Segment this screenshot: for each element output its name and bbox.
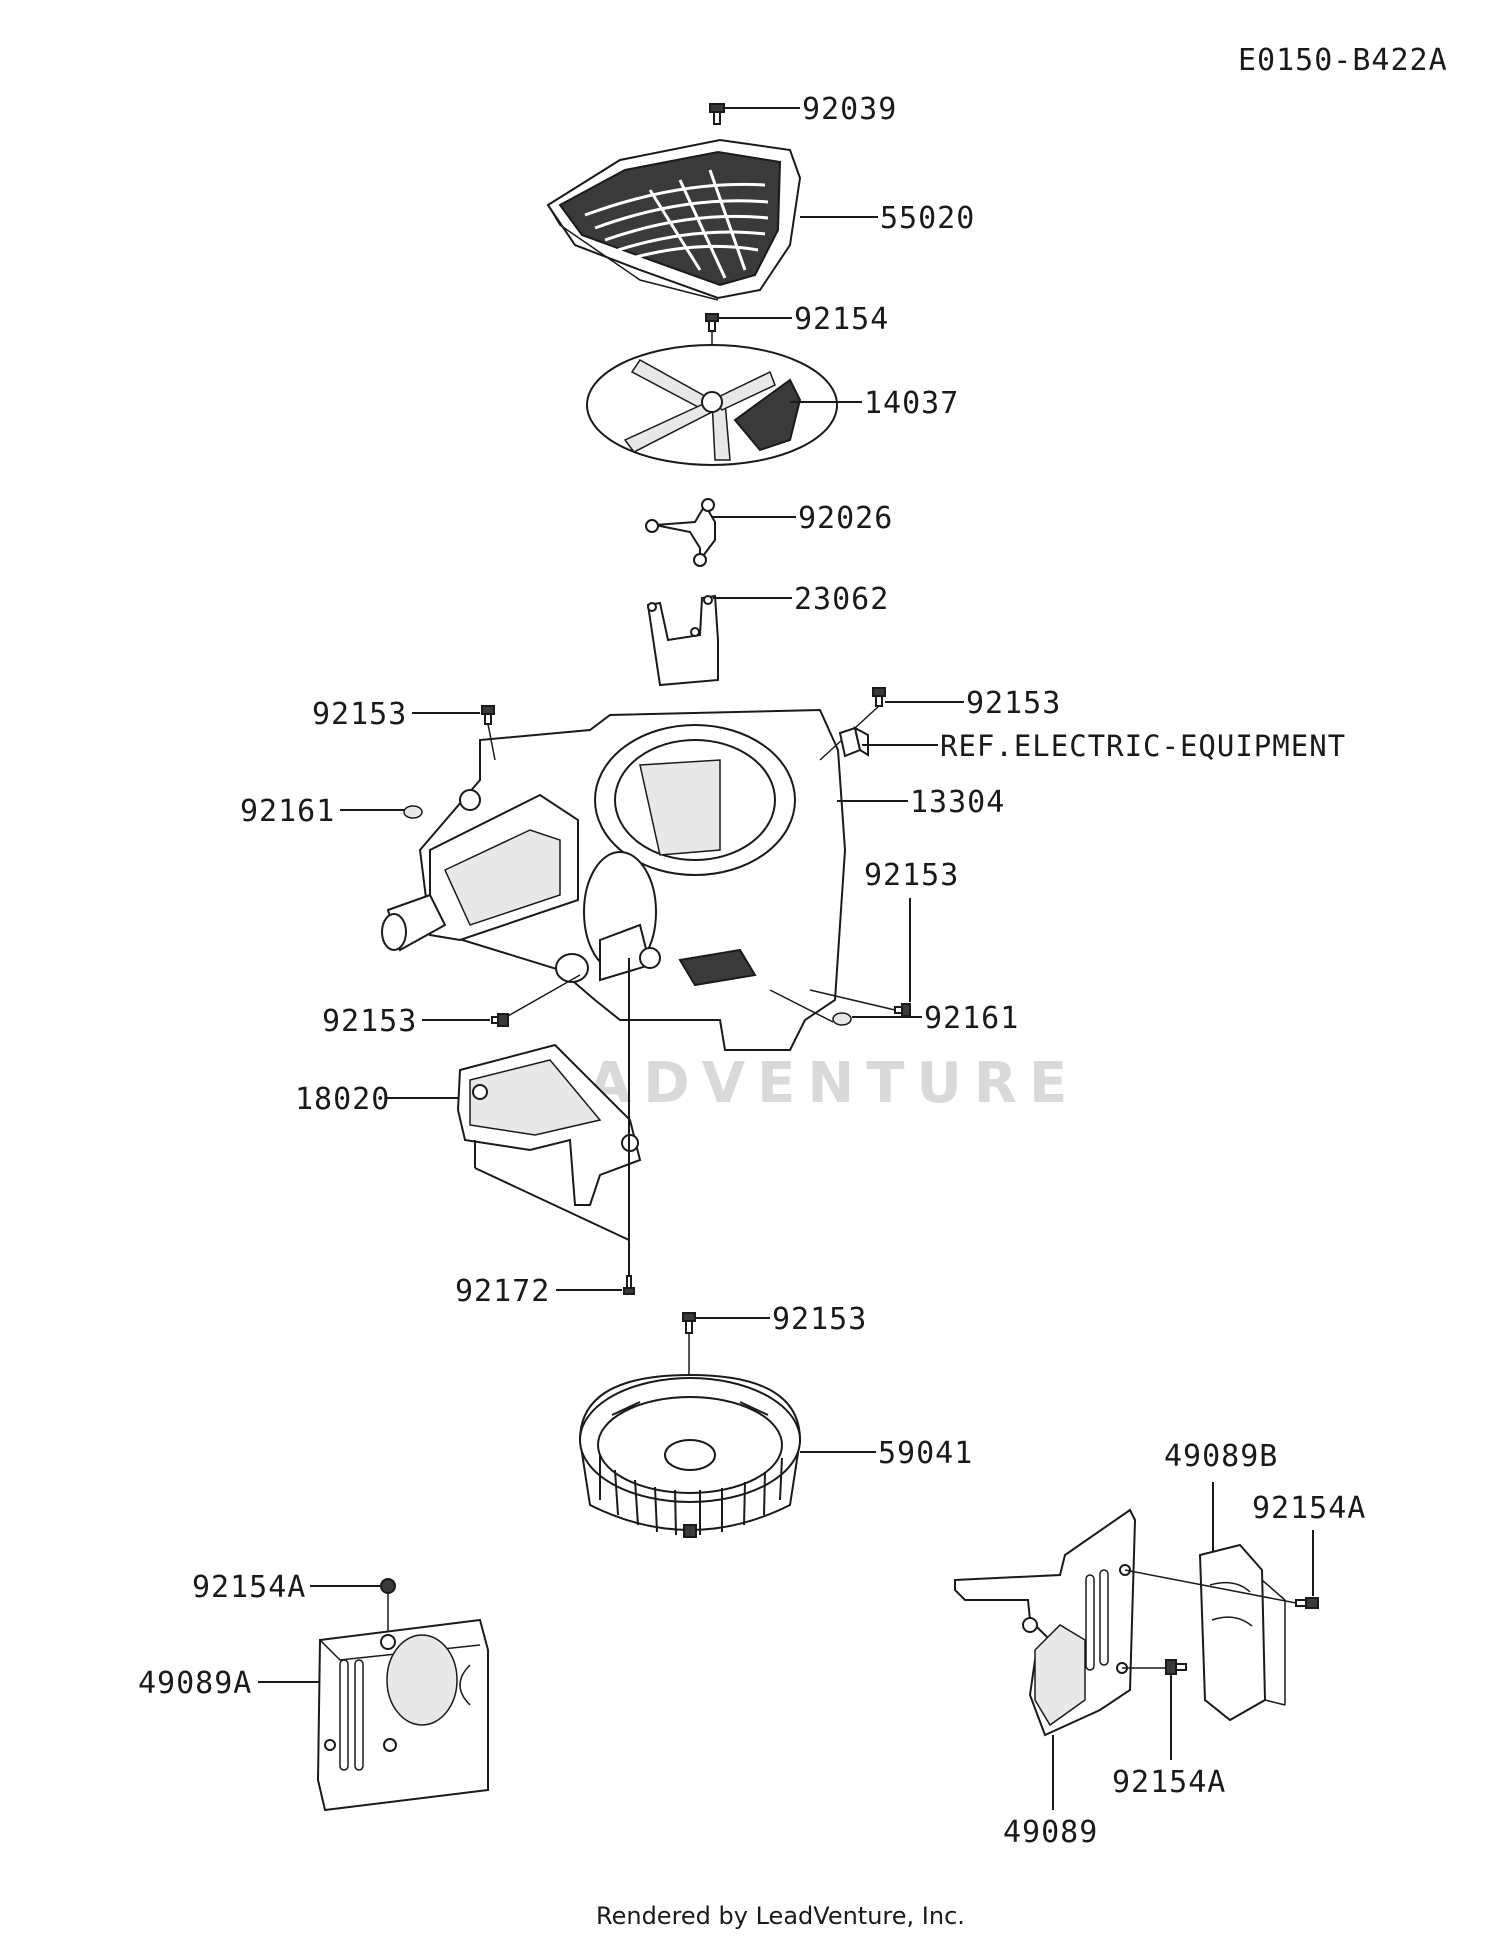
- callout-55020[interactable]: 55020: [880, 201, 975, 236]
- part-cap-92161-left[interactable]: [403, 805, 423, 819]
- part-screw-92039[interactable]: [709, 103, 725, 125]
- callout-18020[interactable]: 18020: [295, 1082, 390, 1117]
- part-bolt-92153-flywheel[interactable]: [682, 1312, 696, 1334]
- part-bracket-49089[interactable]: [954, 1508, 1137, 1737]
- part-bolt-92153-lower-left[interactable]: [491, 1013, 509, 1027]
- leader-49089-top-axis: [1124, 1569, 1297, 1604]
- callout-49089B[interactable]: 49089B: [1164, 1439, 1278, 1474]
- leader-92153-lower-left-axis: [507, 974, 581, 1017]
- leader-92172-branch-diagonal: [474, 1167, 630, 1241]
- part-screw-92172[interactable]: [623, 1275, 635, 1295]
- callout-92172[interactable]: 92172: [455, 1274, 550, 1309]
- part-bolt-92153-left[interactable]: [481, 705, 495, 725]
- callout-49089[interactable]: 49089: [1003, 1815, 1098, 1850]
- leader-92153-mid-right-axis: [809, 989, 896, 1011]
- part-cap-92161-right[interactable]: [832, 1012, 852, 1026]
- callout-92153-mid-right[interactable]: 92153: [864, 858, 959, 893]
- leader-92153-left-axis: [487, 723, 496, 761]
- part-screw-92154A-left[interactable]: [380, 1578, 396, 1594]
- part-fan-plate-14037[interactable]: [586, 344, 838, 466]
- callout-92161-left[interactable]: 92161: [240, 794, 335, 829]
- callout-14037[interactable]: 14037: [864, 386, 959, 421]
- part-bolt-92153-mid-right[interactable]: [894, 1003, 911, 1017]
- footer-credit: Rendered by LeadVenture, Inc.: [596, 1902, 965, 1930]
- callout-23062[interactable]: 23062: [794, 582, 889, 617]
- part-flywheel-fan-59041[interactable]: [578, 1373, 802, 1538]
- callout-92039[interactable]: 92039: [802, 92, 897, 127]
- callout-92153-flywheel[interactable]: 92153: [772, 1302, 867, 1337]
- part-screw-92154[interactable]: [705, 313, 719, 332]
- callout-92154A-right-bottom[interactable]: 92154A: [1112, 1765, 1226, 1800]
- part-screw-92154A-right-top[interactable]: [1295, 1597, 1319, 1609]
- part-fan-housing-13304[interactable]: [381, 708, 847, 1051]
- diagram-code: E0150-B422A: [1238, 43, 1448, 78]
- callout-13304[interactable]: 13304: [910, 785, 1005, 820]
- part-bracket-23062[interactable]: [646, 594, 719, 687]
- callout-92153-lower-left[interactable]: 92153: [322, 1004, 417, 1039]
- part-screw-92154A-right-bottom[interactable]: [1165, 1659, 1187, 1675]
- leader-92161-right-axis: [769, 989, 834, 1023]
- callout-92154A-right-top[interactable]: 92154A: [1252, 1491, 1366, 1526]
- part-connector-ref[interactable]: [838, 726, 869, 758]
- callout-92161-right[interactable]: 92161: [924, 1001, 1019, 1036]
- part-bolt-92153-right[interactable]: [872, 687, 886, 707]
- callout-59041[interactable]: 59041: [878, 1436, 973, 1471]
- part-star-plate-92026[interactable]: [645, 498, 716, 567]
- callout-92153-left[interactable]: 92153: [312, 697, 407, 732]
- callout-92154A-left[interactable]: 92154A: [192, 1570, 306, 1605]
- callout-92153-right[interactable]: 92153: [966, 686, 1061, 721]
- callout-49089A[interactable]: 49089A: [138, 1666, 252, 1701]
- part-cover-49089A[interactable]: [316, 1618, 489, 1812]
- callout-ref-electric-equipment[interactable]: REF.ELECTRIC-EQUIPMENT: [940, 729, 1346, 763]
- callout-92154-top[interactable]: 92154: [794, 302, 889, 337]
- part-screen-55020[interactable]: [546, 138, 802, 301]
- part-cover-49089B[interactable]: [1198, 1543, 1286, 1722]
- callout-92026[interactable]: 92026: [798, 501, 893, 536]
